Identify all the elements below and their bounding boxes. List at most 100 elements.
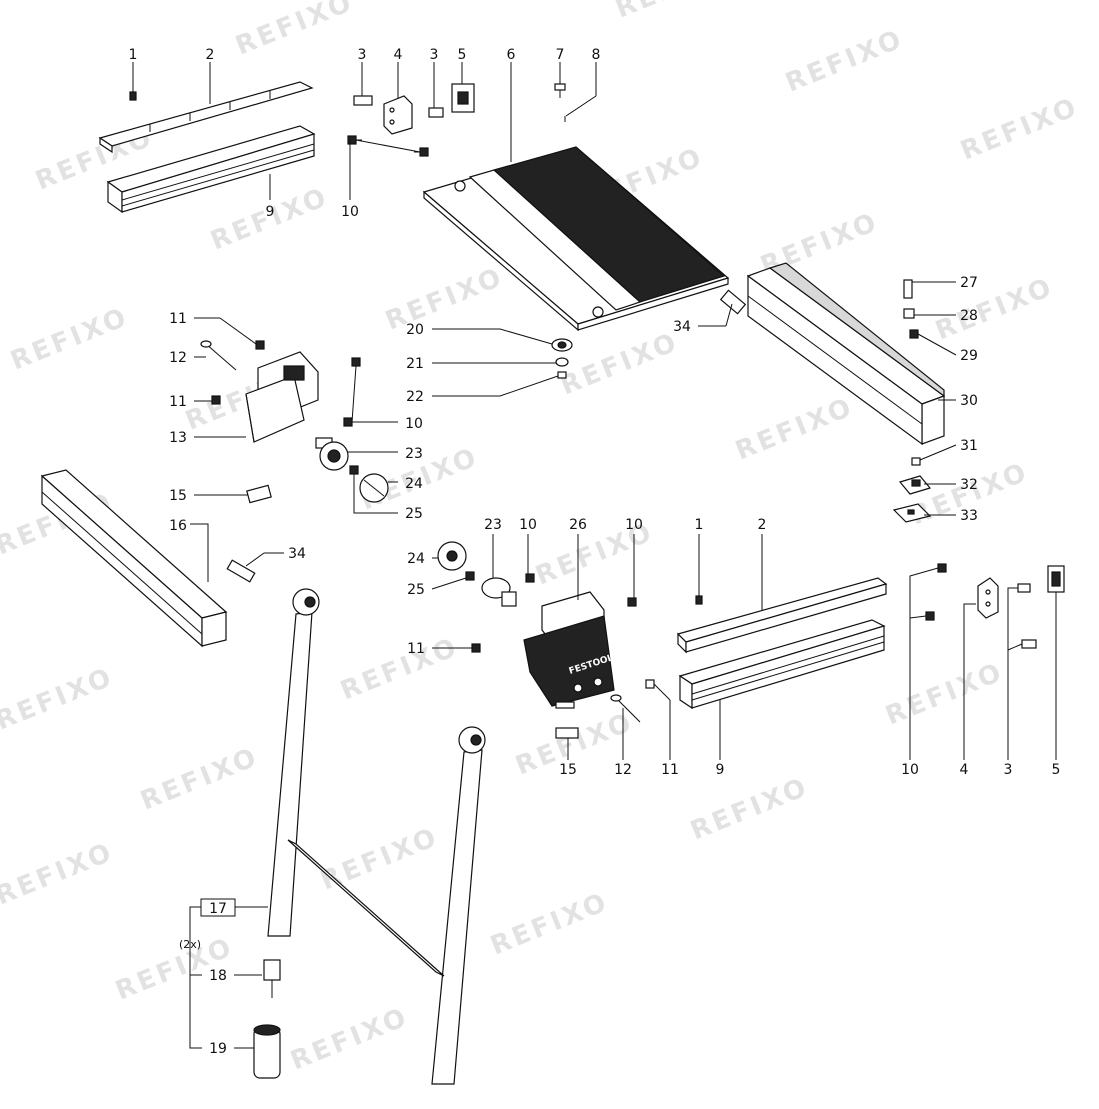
callout-number: 11 bbox=[407, 641, 425, 657]
part-slot-nut bbox=[353, 95, 373, 106]
callout-number: 19 bbox=[209, 1041, 227, 1057]
callout-number: 3 bbox=[1004, 762, 1013, 778]
part-bolt bbox=[925, 611, 935, 621]
callout-number: 3 bbox=[430, 47, 439, 63]
part-bolt-long bbox=[200, 340, 237, 371]
callout-number: 11 bbox=[169, 311, 187, 327]
callout-number: 5 bbox=[458, 47, 467, 63]
part-foot-cap bbox=[253, 1024, 281, 1079]
part-clamp-bracket bbox=[245, 351, 319, 443]
callout-number: 26 bbox=[569, 517, 587, 533]
watermark: REFIXO bbox=[136, 742, 263, 816]
watermark: REFIXO bbox=[381, 262, 508, 336]
part-screw bbox=[903, 279, 913, 299]
callout-number: 22 bbox=[406, 389, 424, 405]
callout-number: 17 bbox=[209, 901, 227, 917]
callout-number: 9 bbox=[266, 204, 275, 220]
part-square-nut bbox=[471, 643, 481, 653]
callout-number: 4 bbox=[394, 47, 403, 63]
callout-number: 10 bbox=[901, 762, 919, 778]
callout-number: 11 bbox=[169, 394, 187, 410]
callout-number: 23 bbox=[484, 517, 502, 533]
part-rail-strip bbox=[676, 577, 888, 654]
part-clamp-piece bbox=[898, 475, 932, 495]
callout-number: 30 bbox=[960, 393, 978, 409]
part-aluminium-profile bbox=[678, 619, 886, 710]
part-table-top bbox=[422, 146, 730, 332]
part-connector-clip bbox=[1047, 565, 1065, 593]
callout-number: 3 bbox=[358, 47, 367, 63]
callout-number: 12 bbox=[614, 762, 632, 778]
part-nut bbox=[911, 457, 921, 466]
callout-number: 24 bbox=[407, 551, 425, 567]
watermark: REFIXO bbox=[556, 327, 683, 401]
watermark: REFIXO bbox=[0, 662, 118, 736]
part-connector-pin bbox=[719, 289, 747, 315]
callout-number: 15 bbox=[559, 762, 577, 778]
watermark: REFIXO bbox=[686, 772, 813, 846]
part-star-knob bbox=[437, 541, 467, 571]
part-slot-nut bbox=[1017, 583, 1031, 593]
part-nut bbox=[349, 465, 359, 475]
quantity-note: (2x) bbox=[179, 938, 201, 951]
callout-number: 20 bbox=[406, 322, 424, 338]
watermark: REFIXO bbox=[611, 0, 738, 24]
part-aluminium-profile bbox=[106, 125, 316, 214]
callout-number: 25 bbox=[407, 582, 425, 598]
callout-number: 10 bbox=[405, 416, 423, 432]
callout-number: 10 bbox=[519, 517, 537, 533]
callout-number: 10 bbox=[625, 517, 643, 533]
part-bolt bbox=[525, 573, 535, 583]
callout-number: 21 bbox=[406, 356, 424, 372]
watermark: REFIXO bbox=[6, 302, 133, 376]
callout-number: 27 bbox=[960, 275, 978, 291]
callout-number: 2 bbox=[758, 517, 767, 533]
watermark: REFIXO bbox=[881, 657, 1008, 731]
callout-number: 1 bbox=[129, 47, 138, 63]
part-tension-knob bbox=[481, 577, 517, 607]
callout-number: 12 bbox=[169, 350, 187, 366]
part-bolt bbox=[627, 597, 637, 607]
callout-number: 23 bbox=[405, 446, 423, 462]
watermark: REFIXO bbox=[231, 0, 358, 61]
part-angle-bracket bbox=[383, 95, 413, 135]
part-star-knob bbox=[359, 473, 389, 503]
callout-number: 33 bbox=[960, 508, 978, 524]
part-clamp-bracket: FESTOOL bbox=[523, 591, 615, 709]
callout-number: 9 bbox=[716, 762, 725, 778]
callout-box bbox=[200, 898, 236, 917]
part-bolt bbox=[414, 147, 429, 157]
callout-number: 6 bbox=[507, 47, 516, 63]
part-bolt bbox=[351, 357, 361, 367]
callout-number: 31 bbox=[960, 438, 978, 454]
part-rail-strip bbox=[98, 81, 314, 154]
watermark: REFIXO bbox=[956, 92, 1083, 166]
part-washer bbox=[555, 357, 569, 367]
part-slide-block bbox=[555, 727, 579, 739]
part-extension-profile bbox=[746, 262, 946, 446]
part-square-nut bbox=[255, 340, 265, 350]
watermark: REFIXO bbox=[316, 822, 443, 896]
part-connector-pin bbox=[226, 559, 256, 583]
part-leg-frame bbox=[267, 588, 486, 1085]
part-square-nut bbox=[211, 395, 221, 405]
part-bolt bbox=[937, 563, 947, 573]
part-slot-nut bbox=[1021, 639, 1037, 649]
callout-number: 25 bbox=[405, 506, 423, 522]
callout-number: 16 bbox=[169, 518, 187, 534]
callout-number: 13 bbox=[169, 430, 187, 446]
part-knob-cap bbox=[551, 338, 573, 352]
callout-number: 34 bbox=[673, 319, 691, 335]
callout-number: 7 bbox=[556, 47, 565, 63]
part-extension-profile bbox=[40, 469, 228, 648]
watermark: REFIXO bbox=[931, 272, 1058, 346]
part-nut bbox=[465, 571, 475, 581]
callout-number: 15 bbox=[169, 488, 187, 504]
part-screw bbox=[554, 83, 566, 98]
callout-number: 18 bbox=[209, 968, 227, 984]
part-slide-block bbox=[246, 484, 272, 504]
part-slot-nut bbox=[428, 107, 444, 118]
part-bolt-long bbox=[610, 694, 641, 723]
part-square-nut bbox=[645, 679, 655, 689]
